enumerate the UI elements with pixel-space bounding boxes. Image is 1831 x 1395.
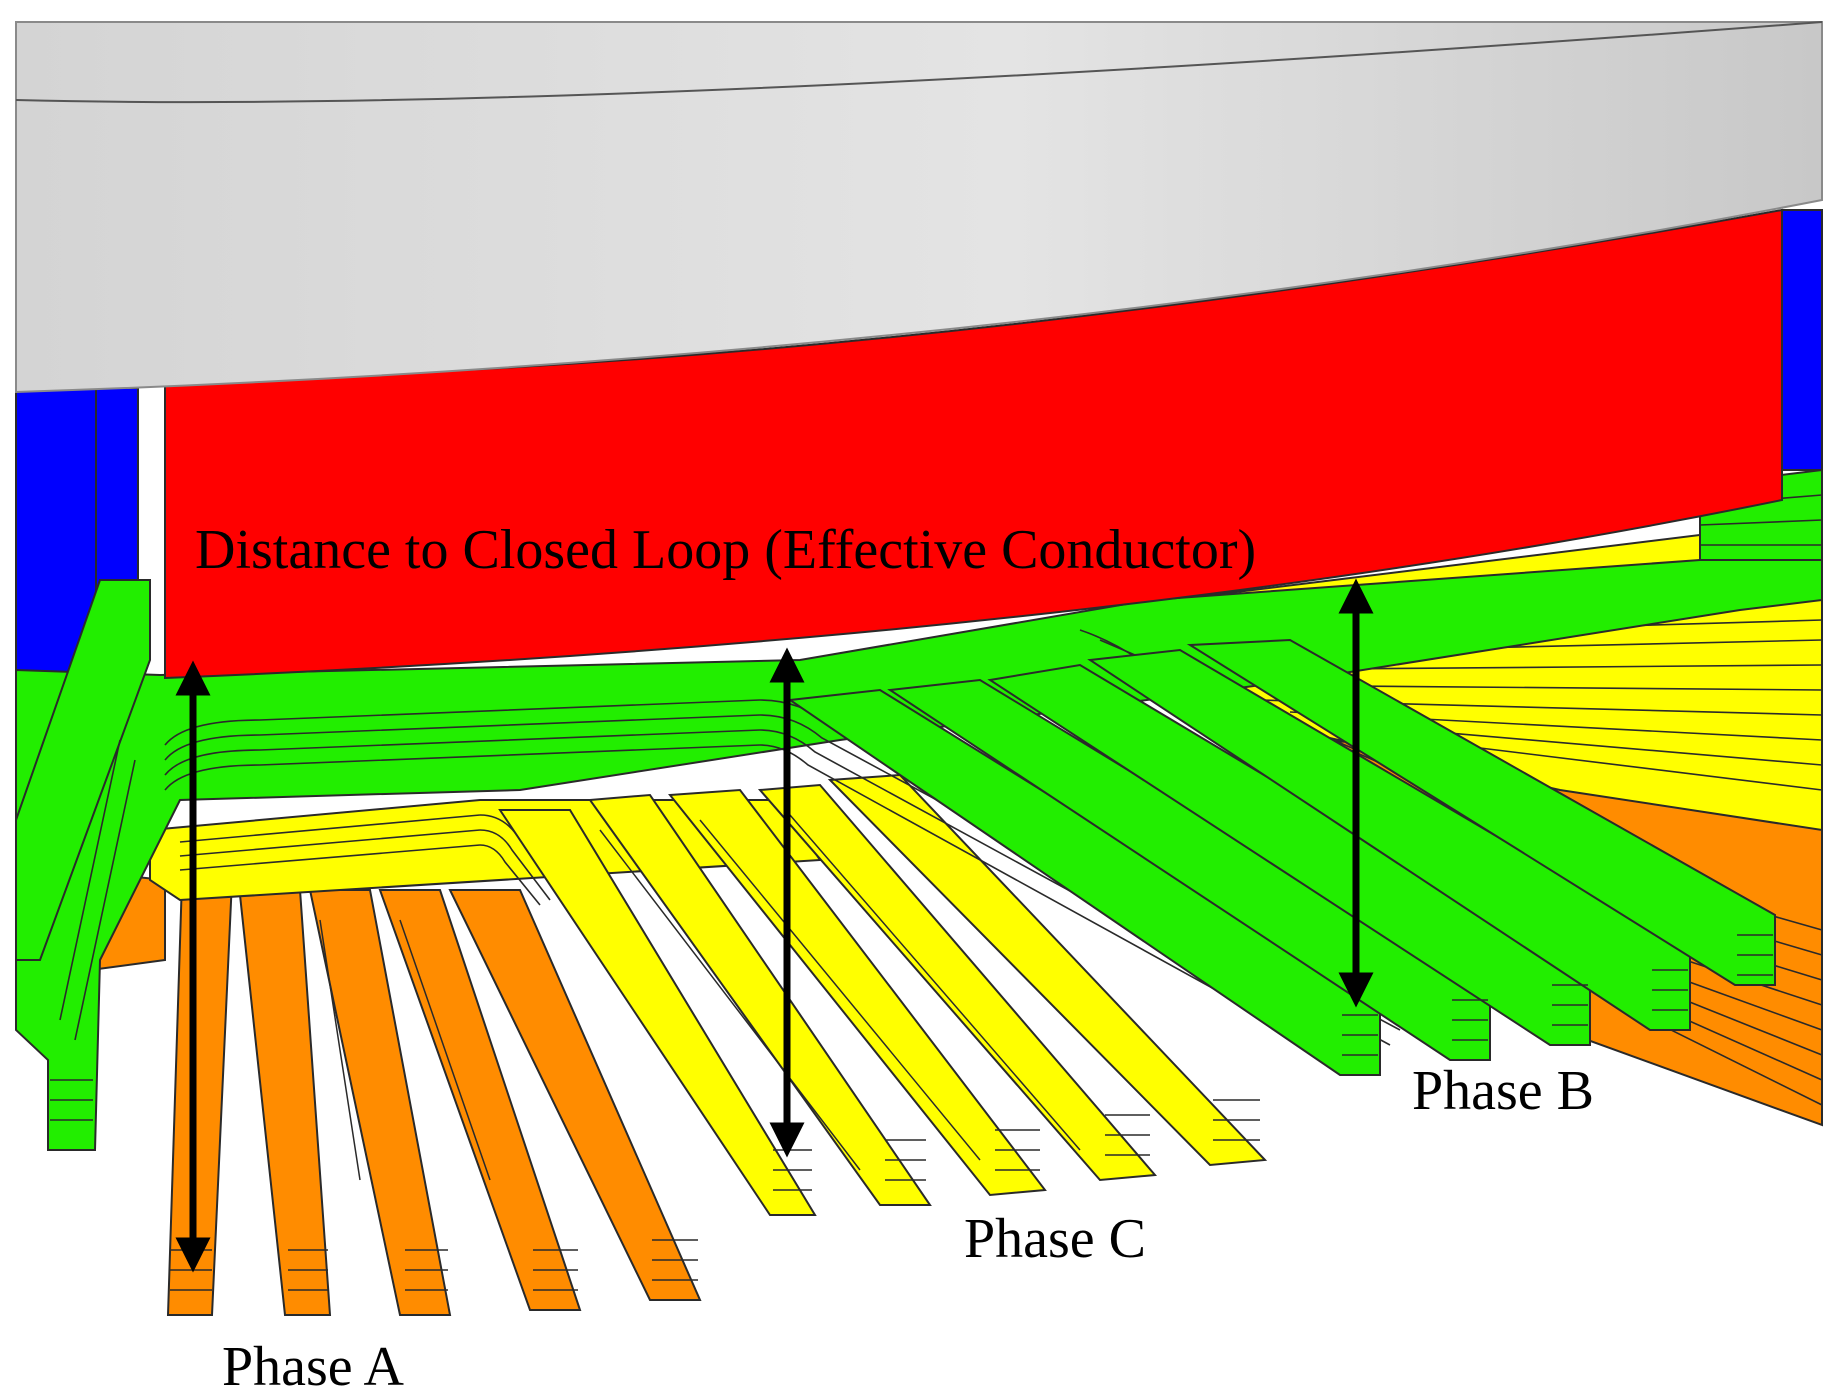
phase-c-bar-3 bbox=[668, 788, 1047, 1197]
phase-a-bar-5 bbox=[448, 889, 702, 1301]
closed-loop-ring bbox=[164, 208, 1783, 680]
phase-a-label: Phase A bbox=[222, 1336, 405, 1395]
top-cover bbox=[15, 21, 1823, 394]
phase-c-bar-5 bbox=[827, 773, 1268, 1167]
phase-b-bar-4 bbox=[1087, 648, 1691, 1031]
phase-b-bar-upper bbox=[15, 579, 151, 961]
phase-c-bar-1 bbox=[498, 809, 817, 1216]
phase-b-bar-5 bbox=[1186, 638, 1776, 986]
phase-a-bar-4 bbox=[378, 889, 582, 1311]
distance-arrows bbox=[175, 578, 1374, 1273]
phase-b-bar-1 bbox=[787, 688, 1381, 1076]
phase-c-front-bars bbox=[149, 773, 1268, 1216]
phase-b-label: Phase B bbox=[1412, 1060, 1594, 1122]
phase-b-bar-3 bbox=[987, 663, 1591, 1046]
frame-block-left-2 bbox=[95, 387, 139, 589]
top-cover-rim bbox=[15, 21, 1823, 104]
phase-c-label: Phase C bbox=[964, 1208, 1146, 1270]
annotation-label: Distance to Closed Loop (Effective Condu… bbox=[195, 519, 1256, 581]
frame-block-right bbox=[1781, 209, 1823, 471]
